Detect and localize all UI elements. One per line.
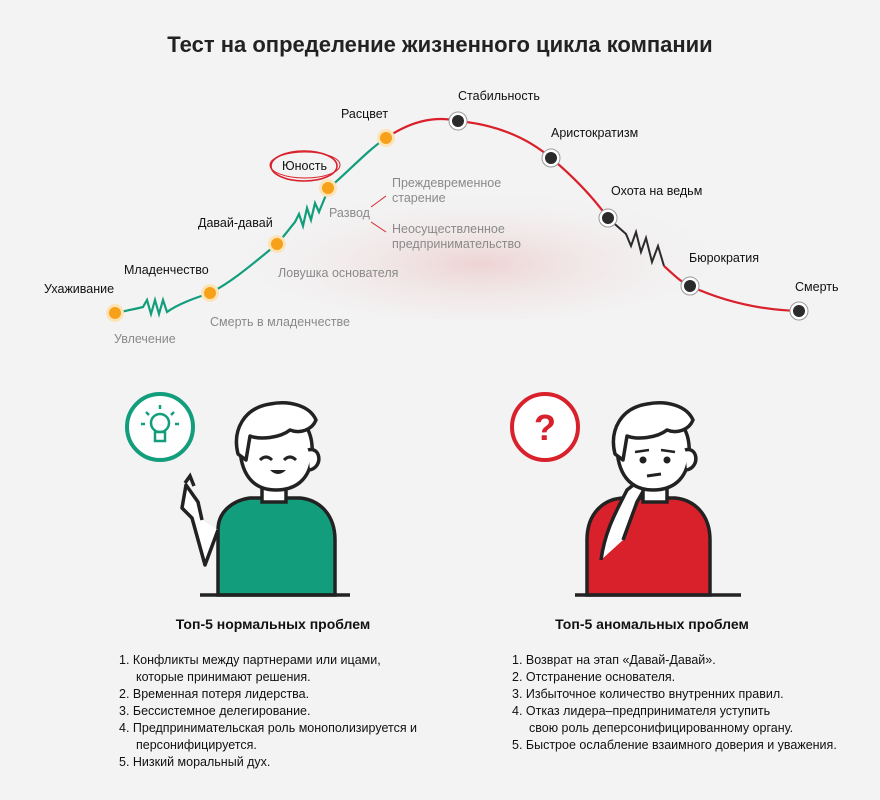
page-title: Тест на определение жизненного цикла ком…	[167, 32, 713, 57]
stage-node-gogo	[268, 235, 286, 253]
stage-label-youth: Юность	[282, 159, 327, 173]
stage-node-courtship	[106, 304, 124, 322]
normal-problems-list: 1. Конфликты между партнерами или ицами,…	[119, 652, 449, 771]
stage-node-bureaucracy	[680, 276, 700, 296]
list-item: 2. Временная потеря лидерства.	[119, 687, 310, 701]
youth-highlight-oval	[270, 150, 338, 182]
list-item: 1. Конфликты между партнерами или ицами,…	[119, 653, 381, 684]
list-item: 1. Возврат на этап «Давай-Давай».	[512, 653, 716, 667]
normal-problems-heading: Топ-5 нормальных проблем	[175, 616, 371, 632]
unfulfilled-branch	[370, 221, 387, 233]
trap-label-founder-trap: Ловушка основателя	[278, 266, 399, 280]
abnormal-problems-heading: Топ-5 аномальных проблем	[555, 616, 749, 632]
stage-node-prime	[377, 129, 395, 147]
stage-node-aristocracy	[541, 148, 561, 168]
lifecycle-curve	[106, 111, 809, 322]
stage-label-prime: Расцвет	[341, 107, 389, 121]
question-mark-icon: ?	[510, 392, 580, 462]
list-item: 5. Быстрое ослабление взаимного доверия …	[512, 738, 837, 752]
list-item: 5. Низкий моральный дух.	[119, 755, 271, 769]
happy-person-illustration	[125, 392, 350, 597]
thinking-person-illustration: ?	[510, 392, 741, 597]
lightbulb-icon	[125, 392, 195, 462]
stage-node-infancy	[201, 284, 219, 302]
list-item: 4. Предпринимательская роль монополизиру…	[119, 721, 418, 752]
stage-node-witch-hunt	[598, 208, 618, 228]
list-item: 3. Избыточное количество внутренних прав…	[512, 687, 784, 701]
premature-aging-branch	[370, 195, 387, 208]
abnormal-problems-list: 1. Возврат на этап «Давай-Давай». 2. Отс…	[512, 652, 872, 754]
list-item: 2. Отстранение основателя.	[512, 670, 676, 684]
trap-label-unfulfilled-entrepreneurship: Неосуществленное предпринимательство	[392, 222, 521, 251]
decline-curve	[385, 117, 609, 219]
trap-label-premature-aging: Преждевременное старение	[392, 176, 502, 205]
list-item: 4. Отказ лидера–предпринимателя уступить…	[512, 704, 794, 735]
stage-node-stability	[448, 111, 468, 131]
stage-node-death	[789, 301, 809, 321]
trap-label-infant-death: Смерть в младенчестве	[210, 315, 350, 329]
list-item: 3. Бессистемное делегирование.	[119, 704, 311, 718]
stage-label-witch-hunt: Охота на ведьм	[611, 184, 703, 198]
stage-node-youth	[319, 179, 337, 197]
stage-label-stability: Стабильность	[458, 89, 540, 103]
stage-label-death: Смерть	[795, 280, 839, 294]
trap-label-divorce: Развод	[329, 206, 370, 220]
trap-label-infatuation: Увлечение	[114, 332, 176, 346]
stage-label-bureaucracy: Бюрократия	[689, 251, 760, 265]
stage-label-infancy: Младенчество	[124, 263, 209, 277]
svg-text:?: ?	[534, 407, 556, 448]
stage-label-aristocracy: Аристократизм	[551, 126, 639, 140]
stage-label-gogo: Давай-давай	[198, 216, 273, 230]
stage-label-courtship: Ухаживание	[44, 282, 115, 296]
witch-hunt-zigzag	[607, 217, 665, 267]
